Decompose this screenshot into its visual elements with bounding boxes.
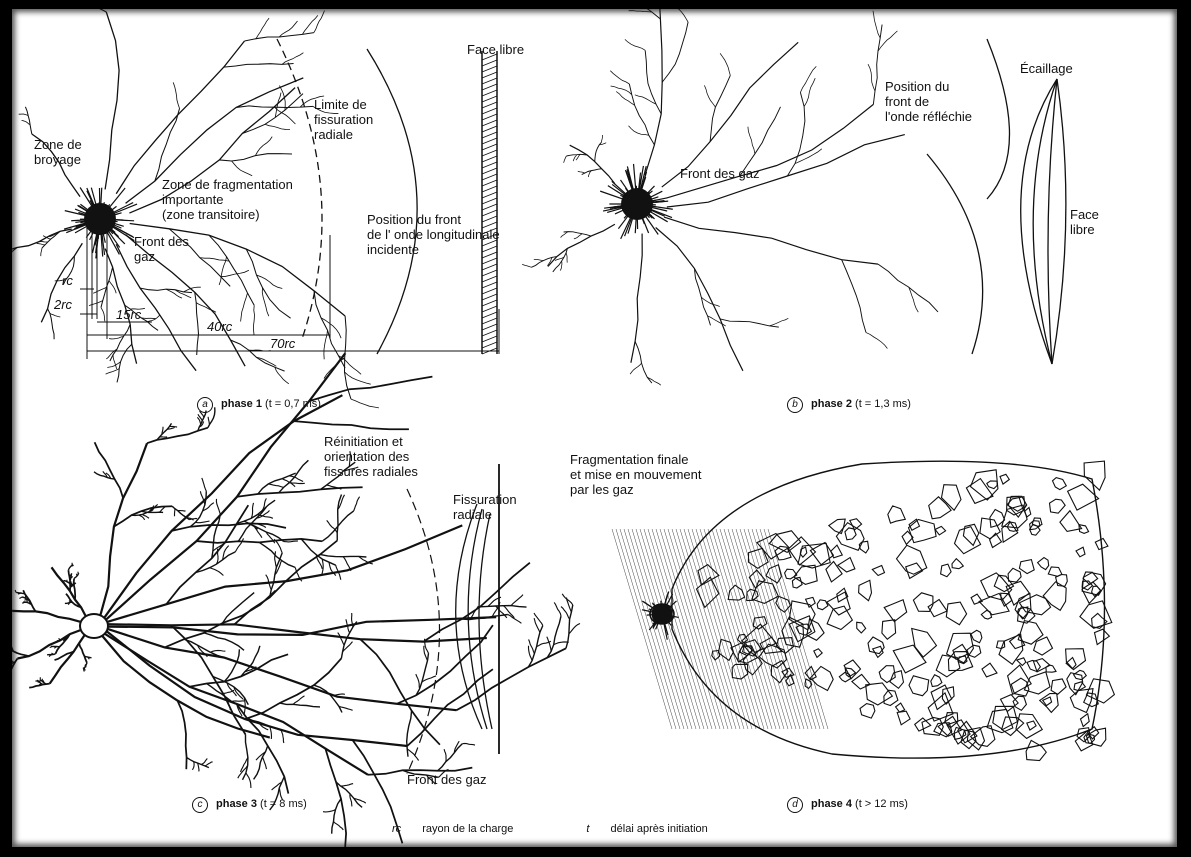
label-zone-broyage: Zone de broyage (34, 137, 82, 167)
label-zone-fragmentation: Zone de fragmentation importante (zone t… (162, 177, 293, 222)
label-70rc: 70rc (270, 336, 295, 351)
label-fissuration-radiale: Fissuration radiale (453, 492, 517, 522)
legend: rc rayon de la charge t délai après init… (392, 823, 708, 835)
crushing-zone-a (64, 188, 137, 259)
caption-phase-label-d: phase 4 (811, 798, 852, 810)
caption-phase-label-a: phase 1 (221, 398, 262, 410)
radial-cracks-b (522, 9, 938, 385)
caption-letter-c: c (192, 797, 208, 813)
caption-phase-label-b: phase 2 (811, 398, 852, 410)
spalling-slab (1021, 79, 1066, 364)
figure-frame: Face libre Limite de fissuration radiale… (12, 9, 1177, 847)
label-face-libre-a: Face libre (467, 42, 524, 57)
reflected-wave-front-arc (987, 39, 1010, 199)
charge-c (80, 614, 108, 638)
caption-phase-4: d phase 4 (t > 12 ms) (787, 797, 908, 813)
legend-t-text: délai après initiation (611, 823, 708, 835)
label-2rc: 2rc (54, 297, 72, 312)
label-position-onde-reflechie: Position du front de l'onde réfléchie (885, 79, 972, 124)
panel-d-drawing (612, 461, 1114, 760)
label-front-gaz-a: Front des gaz (134, 234, 189, 264)
caption-phase-2: b phase 2 (t = 1,3 ms) (787, 397, 911, 413)
legend-rc-symbol: rc (392, 823, 401, 835)
incident-wave-front-arc (367, 49, 417, 354)
diagram-artwork (12, 9, 1177, 847)
caption-phase-1: a phase 1 (t = 0,7 ms) (197, 397, 321, 413)
caption-letter-a: a (197, 397, 213, 413)
caption-time-d: (t > 12 ms) (855, 798, 908, 810)
caption-time-b: (t = 1,3 ms) (855, 398, 911, 410)
label-face-libre-b: Face libre (1070, 207, 1099, 237)
label-15rc: 15rc (116, 307, 141, 322)
rock-fragments (697, 461, 1115, 760)
rock-mass-outline (672, 461, 1105, 758)
label-position-front-incident: Position du front de l' onde longitudina… (367, 212, 500, 257)
legend-rc-text: rayon de la charge (422, 823, 513, 835)
label-limite-fissuration: Limite de fissuration radiale (314, 97, 373, 142)
crushing-zone-b (600, 164, 673, 239)
label-reinitiation: Réinitiation et orientation des fissures… (324, 434, 418, 479)
caption-letter-b: b (787, 397, 803, 413)
legend-t-symbol: t (586, 823, 589, 835)
label-front-gaz-c: Front des gaz (407, 772, 487, 787)
reflected-wave-front-arc-lower (927, 154, 983, 354)
label-rc: rc (62, 273, 73, 288)
panel-c-drawing (12, 353, 580, 847)
free-face-hatch-a (482, 51, 497, 354)
label-ecaillage: Écaillage (1020, 61, 1073, 76)
caption-time-c: (t = 8 ms) (260, 798, 307, 810)
label-fragmentation-finale: Fragmentation finale et mise en mouvemen… (570, 452, 702, 497)
label-40rc: 40rc (207, 319, 232, 334)
panel-b-drawing (522, 9, 1066, 385)
caption-phase-3: c phase 3 (t = 8 ms) (192, 797, 307, 813)
caption-letter-d: d (787, 797, 803, 813)
caption-time-a: (t = 0,7 ms) (265, 398, 321, 410)
caption-phase-label-c: phase 3 (216, 798, 257, 810)
label-front-gaz-b: Front des gaz (680, 166, 760, 181)
radial-cracks-c (12, 353, 580, 847)
